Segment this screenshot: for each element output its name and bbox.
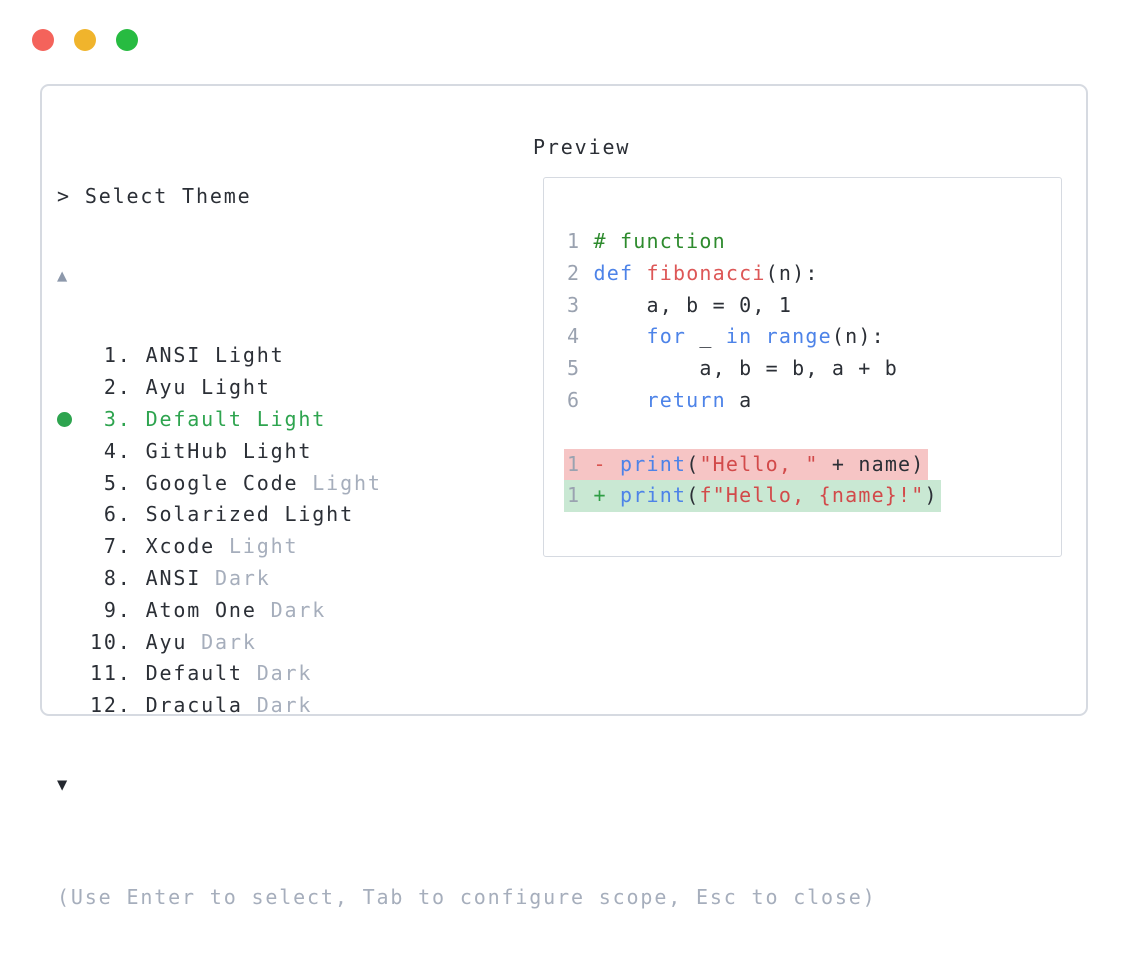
preview-title: Preview <box>533 135 631 159</box>
diff-highlight: 1 + print(f"Hello, {name}!") <box>564 480 941 513</box>
theme-item-variant: Dark <box>201 566 271 591</box>
theme-item-number: 1. <box>90 343 146 368</box>
theme-item-name: Ayu <box>145 629 188 654</box>
theme-item-variant: Dark <box>242 661 313 686</box>
theme-item-variant: Light <box>215 534 299 559</box>
code-line: 4 for _ in range(n): <box>564 321 1061 353</box>
code-line: 2 def fibonacci(n): <box>564 258 1061 290</box>
selected-indicator-dot <box>57 411 72 427</box>
window-controls <box>32 29 138 51</box>
theme-item-variant: Dark <box>242 693 313 718</box>
diff-line-add: 1 + print(f"Hello, {name}!") <box>564 480 1061 513</box>
picker-prompt: > Select Theme <box>57 180 877 212</box>
theme-item-variant: Light <box>242 407 327 432</box>
theme-item-number: 11. <box>90 661 146 686</box>
theme-item-variant: Light <box>201 343 285 368</box>
code-line: 1 # function <box>564 226 1061 258</box>
theme-item-name: Ayu <box>145 375 188 400</box>
theme-item-number: 6. <box>90 502 146 527</box>
theme-item-12[interactable]: 12. Dracula Dark <box>57 689 877 721</box>
scroll-up-icon[interactable]: ▲ <box>57 265 70 286</box>
code-text: 2 def fibonacci(n): <box>567 260 819 285</box>
theme-item-name: ANSI <box>145 566 202 591</box>
theme-item-number: 9. <box>90 597 146 622</box>
code-line: 3 a, b = 0, 1 <box>564 290 1061 322</box>
code-text: 6 return a <box>567 387 753 412</box>
theme-item-number: 8. <box>90 566 146 591</box>
theme-item-name: Dracula <box>145 693 243 718</box>
code-line: 6 return a <box>564 385 1061 417</box>
code-preview: 1 # function 2 def fibonacci(n): 3 a, b = … <box>564 226 1061 513</box>
code-text: 5 a, b = b, a + b <box>567 356 899 381</box>
theme-item-name: Default <box>145 407 243 432</box>
theme-item-name: Atom One <box>145 597 257 622</box>
minimize-button[interactable] <box>74 29 96 51</box>
theme-item-9[interactable]: 9. Atom One Dark <box>57 594 877 626</box>
code-text: 3 a, b = 0, 1 <box>567 292 793 317</box>
code-text: 1 # function <box>567 229 726 253</box>
theme-items-list: 1. ANSI Light 2. Ayu Light 3. Default Li… <box>57 340 877 722</box>
theme-item-variant: Light <box>187 375 271 400</box>
theme-item-number: 10. <box>90 629 146 654</box>
theme-item-3[interactable]: 3. Default Light <box>57 403 877 435</box>
diff-line-del: 1 - print("Hello, " + name) <box>564 448 1061 481</box>
theme-item-4[interactable]: 4. GitHub Light <box>57 435 877 467</box>
selected-dot-icon <box>57 411 90 427</box>
theme-item-name: ANSI <box>145 343 202 368</box>
theme-item-name: Default <box>145 661 243 686</box>
prompt-symbol: > <box>57 183 71 208</box>
theme-item-name: Solarized <box>145 502 271 527</box>
theme-item-2[interactable]: 2. Ayu Light <box>57 371 877 403</box>
code-line: 5 a, b = b, a + b <box>564 353 1061 385</box>
theme-item-8[interactable]: 8. ANSI Dark <box>57 562 877 594</box>
theme-item-number: 2. <box>90 375 146 400</box>
theme-item-number: 4. <box>90 438 146 463</box>
preview-box: 1 # function 2 def fibonacci(n): 3 a, b = … <box>543 177 1062 557</box>
theme-item-11[interactable]: 11. Default Dark <box>57 658 877 690</box>
theme-item-7[interactable]: 7. Xcode Light <box>57 530 877 562</box>
blank-line <box>564 417 1061 449</box>
theme-item-10[interactable]: 10. Ayu Dark <box>57 626 877 658</box>
picker-title: Select Theme <box>84 183 252 208</box>
close-button[interactable] <box>32 29 54 51</box>
code-text: 4 for _ in range(n): <box>567 324 885 349</box>
theme-item-variant: Dark <box>256 597 327 622</box>
theme-item-number: 7. <box>90 534 146 559</box>
scroll-down-icon[interactable]: ▼ <box>57 775 70 796</box>
theme-item-number: 3. <box>90 407 146 432</box>
theme-item-number: 12. <box>90 693 146 718</box>
theme-item-6[interactable]: 6. Solarized Light <box>57 499 877 531</box>
maximize-button[interactable] <box>116 29 138 51</box>
theme-item-name: Xcode <box>145 534 216 559</box>
theme-item-variant: Light <box>270 502 354 527</box>
theme-picker-panel: > Select Theme ▲ 1. ANSI Light 2. Ayu Li… <box>40 84 1088 909</box>
theme-item-5[interactable]: 5. Google Code Light <box>57 467 877 499</box>
theme-item-variant: Light <box>298 470 382 495</box>
theme-item-variant: Dark <box>187 629 257 654</box>
diff-highlight: 1 - print("Hello, " + name) <box>564 448 928 481</box>
theme-item-number: 5. <box>90 470 146 495</box>
theme-item-name: Google Code <box>145 470 299 495</box>
theme-item-1[interactable]: 1. ANSI Light <box>57 340 877 372</box>
theme-item-name: GitHub <box>145 438 229 463</box>
help-text: (Use Enter to select, Tab to configure s… <box>57 884 877 909</box>
theme-item-variant: Light <box>228 438 313 463</box>
